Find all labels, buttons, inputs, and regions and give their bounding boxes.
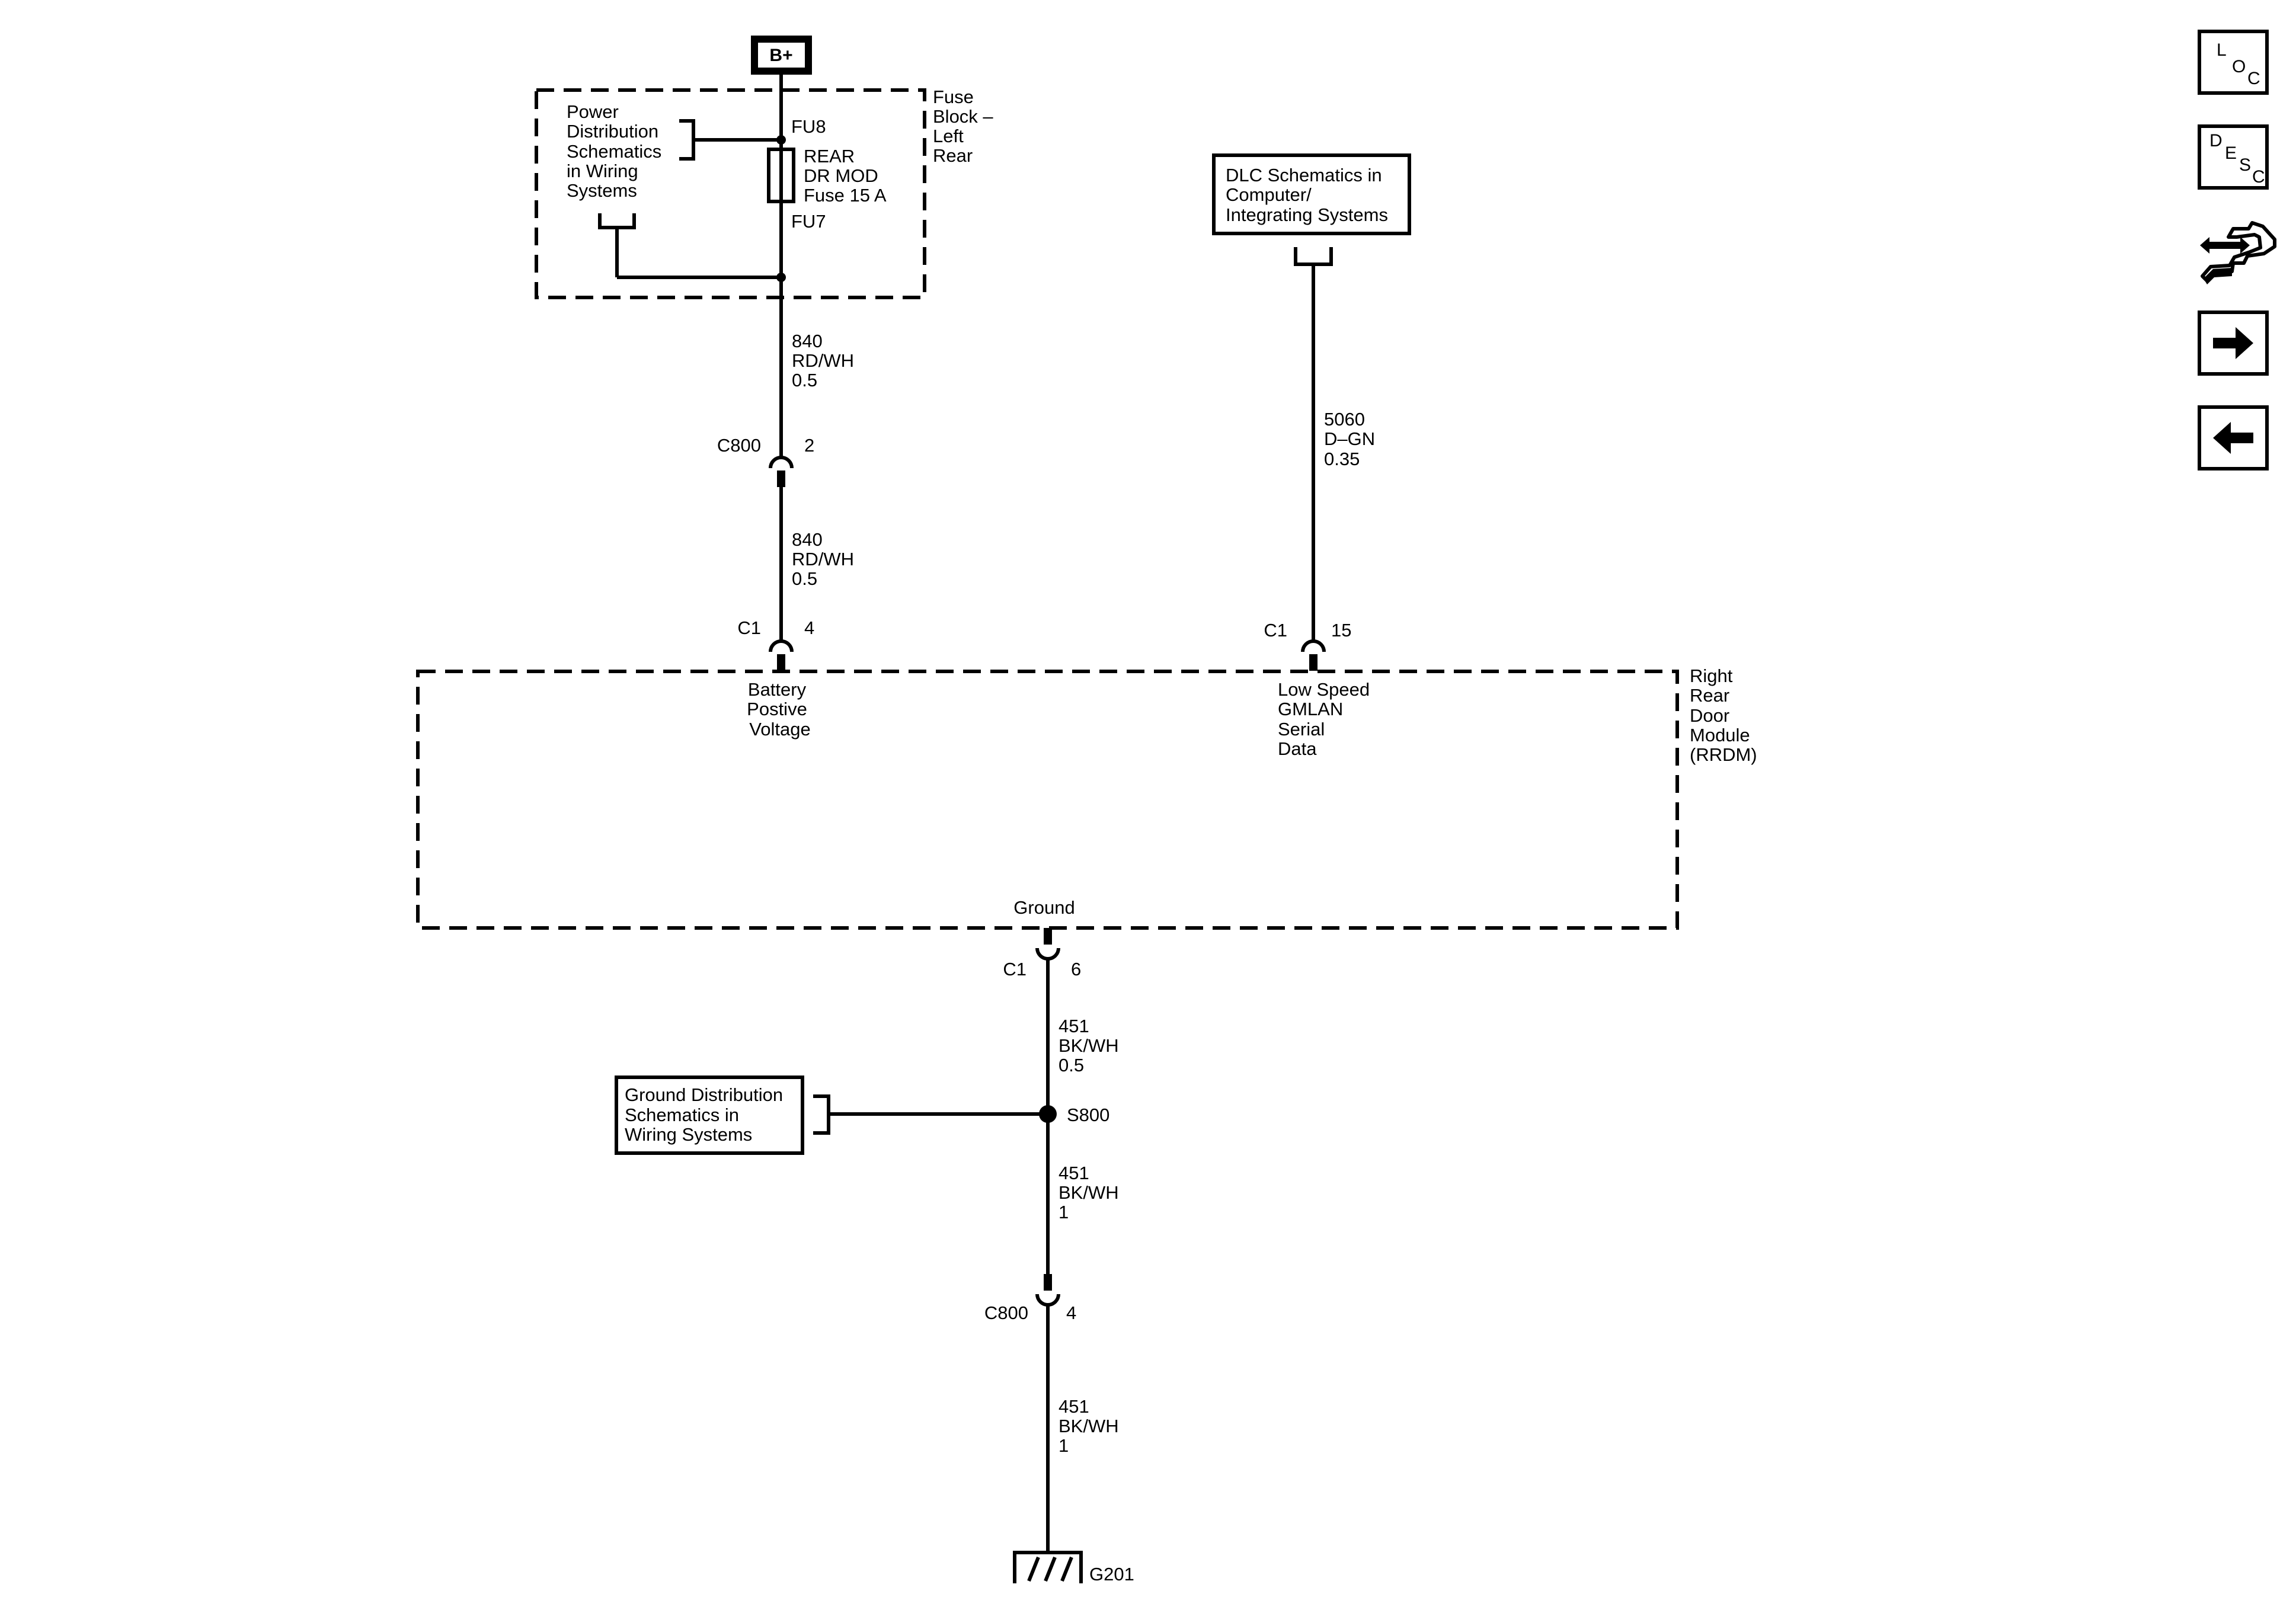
ground-distribution-reference[interactable]: Ground Distribution Schematics in Wiring…	[615, 1076, 1048, 1155]
dlc-schematics-reference[interactable]: DLC Schematics in Computer/ Integrating …	[1212, 153, 1411, 266]
fuse-block-label: Fuse Block – Left Rear	[933, 87, 993, 166]
diagram-label: 5060	[1324, 409, 1365, 430]
nav-button-letter: S	[2239, 155, 2252, 175]
diagram-label: REAR	[804, 146, 855, 167]
nav-button-letter: D	[2209, 131, 2223, 151]
rrdm-module-outline	[416, 670, 1679, 930]
diagram-label: 4	[804, 617, 814, 638]
diagram-label: DR MOD	[804, 165, 878, 186]
diagram-label: 2	[804, 435, 814, 456]
diagram-label: Left	[933, 126, 964, 146]
diagram-label: Integrating Systems	[1226, 204, 1388, 225]
fuse-in-pin: FU8	[791, 116, 826, 137]
diagram-label: RD/WH	[792, 549, 854, 569]
nav-button-letter: O	[2232, 57, 2246, 76]
diagram-label: Fuse 15 A	[804, 185, 887, 206]
battery-positive-voltage-circuit: Battery Postive Voltage	[747, 679, 811, 740]
rrdm-module-name: Right Rear Door Module (RRDM)	[1690, 665, 1757, 765]
diagram-label: Rear	[933, 145, 973, 166]
splice-s800: S800	[1039, 1105, 1109, 1125]
low-speed-gmlan-circuit: Low Speed GMLAN Serial Data	[1278, 679, 1370, 759]
diagram-label: Right	[1690, 665, 1733, 686]
diagram-label: Module	[1690, 725, 1750, 745]
diagram-label: 840	[792, 331, 823, 351]
diagram-label: Low Speed	[1278, 679, 1370, 700]
ground-g201: G201	[1013, 1551, 1134, 1585]
diagram-label: Power	[567, 101, 619, 122]
nav-button-letter: E	[2225, 143, 2237, 163]
battery-source-label: B+	[769, 46, 792, 65]
diagram-label: 451	[1059, 1016, 1089, 1036]
previous-page-button[interactable]	[2198, 405, 2269, 470]
diagram-label: C1	[1003, 959, 1027, 980]
diagram-label: Door	[1690, 705, 1729, 726]
diagram-label: Distribution	[567, 121, 658, 142]
power-distribution-reference[interactable]: Power Distribution Schematics in Wiring …	[567, 101, 781, 279]
diagram-label: Data	[1278, 738, 1317, 759]
diagram-label: S800	[1067, 1105, 1109, 1125]
diagram-label: D–GN	[1324, 428, 1375, 449]
rear-dr-mod-fuse: FU8 REAR DR MOD Fuse 15 A FU7	[767, 90, 887, 297]
diagram-label: 0.5	[792, 568, 817, 589]
diagram-label: 451	[1059, 1396, 1089, 1417]
diagram-label: 1	[1059, 1202, 1069, 1222]
diagram-label: 6	[1071, 959, 1081, 980]
nav-button-letter: C	[2247, 69, 2260, 88]
diagram-label: Computer/	[1226, 184, 1312, 205]
diagram-label: BK/WH	[1059, 1182, 1119, 1203]
diagram-label: 0.35	[1324, 449, 1360, 469]
connector-c1-pin-4: C1 4	[737, 617, 814, 671]
diagram-label: C1	[737, 617, 761, 638]
diagram-label: Ground Distribution	[625, 1084, 783, 1105]
connector-c1-pin-15: C1 15	[1264, 620, 1351, 671]
description-button[interactable]: D E S C	[2198, 124, 2269, 190]
ground-circuit-label: Ground	[1013, 897, 1075, 918]
next-page-button[interactable]	[2198, 311, 2269, 376]
diagram-label: C1	[1264, 620, 1287, 641]
battery-source: B+	[751, 36, 812, 75]
diagram-label: Schematics in	[625, 1105, 739, 1125]
diagram-label: Block –	[933, 106, 993, 127]
diagram-label: GMLAN	[1278, 699, 1343, 719]
diagram-label: Voltage	[749, 719, 810, 740]
diagram-label: Schematics	[567, 141, 661, 162]
diagram-label: 0.5	[1059, 1055, 1084, 1076]
diagram-label: DLC Schematics in	[1226, 165, 1382, 185]
location-button[interactable]: L O C	[2198, 30, 2269, 95]
diagram-label: C800	[984, 1302, 1028, 1323]
nav-button-letter: L	[2217, 40, 2227, 60]
diagram-label: Postive	[747, 699, 807, 719]
ground-g201-label: G201	[1089, 1564, 1134, 1585]
diagram-label: Battery	[748, 679, 807, 700]
diagram-label: BK/WH	[1059, 1035, 1119, 1056]
diagram-label: 15	[1331, 620, 1351, 641]
diagram-label: in Wiring	[567, 161, 638, 181]
diagram-label: 840	[792, 529, 823, 550]
connector-c800-pin-4: C800 4	[984, 1274, 1076, 1323]
nav-button-letter: C	[2252, 167, 2265, 187]
diagram-label: Rear	[1690, 685, 1729, 706]
diagram-label: 451	[1059, 1163, 1089, 1183]
arrow-right-icon	[2213, 327, 2253, 359]
diagram-label: Fuse	[933, 87, 974, 107]
diagram-label: (RRDM)	[1690, 744, 1757, 765]
diagram-label: Wiring Systems	[625, 1124, 752, 1145]
diagram-label: Systems	[567, 180, 637, 201]
connector-end-view-icon[interactable]	[2198, 219, 2278, 293]
diagram-label: BK/WH	[1059, 1416, 1119, 1436]
diagram-label: 0.5	[792, 370, 817, 391]
diagram-label: 4	[1066, 1302, 1076, 1323]
diagram-label: Serial	[1278, 719, 1325, 740]
fuse-block-outline	[535, 88, 926, 299]
diagram-label: RD/WH	[792, 350, 854, 371]
arrow-left-icon	[2213, 422, 2253, 454]
diagram-label: 1	[1059, 1435, 1069, 1456]
diagram-label: C800	[717, 435, 761, 456]
connector-c800-pin-2: C800 2	[717, 435, 814, 487]
connector-c1-pin-6: C1 6	[1003, 928, 1081, 980]
fuse-out-pin: FU7	[791, 211, 826, 232]
